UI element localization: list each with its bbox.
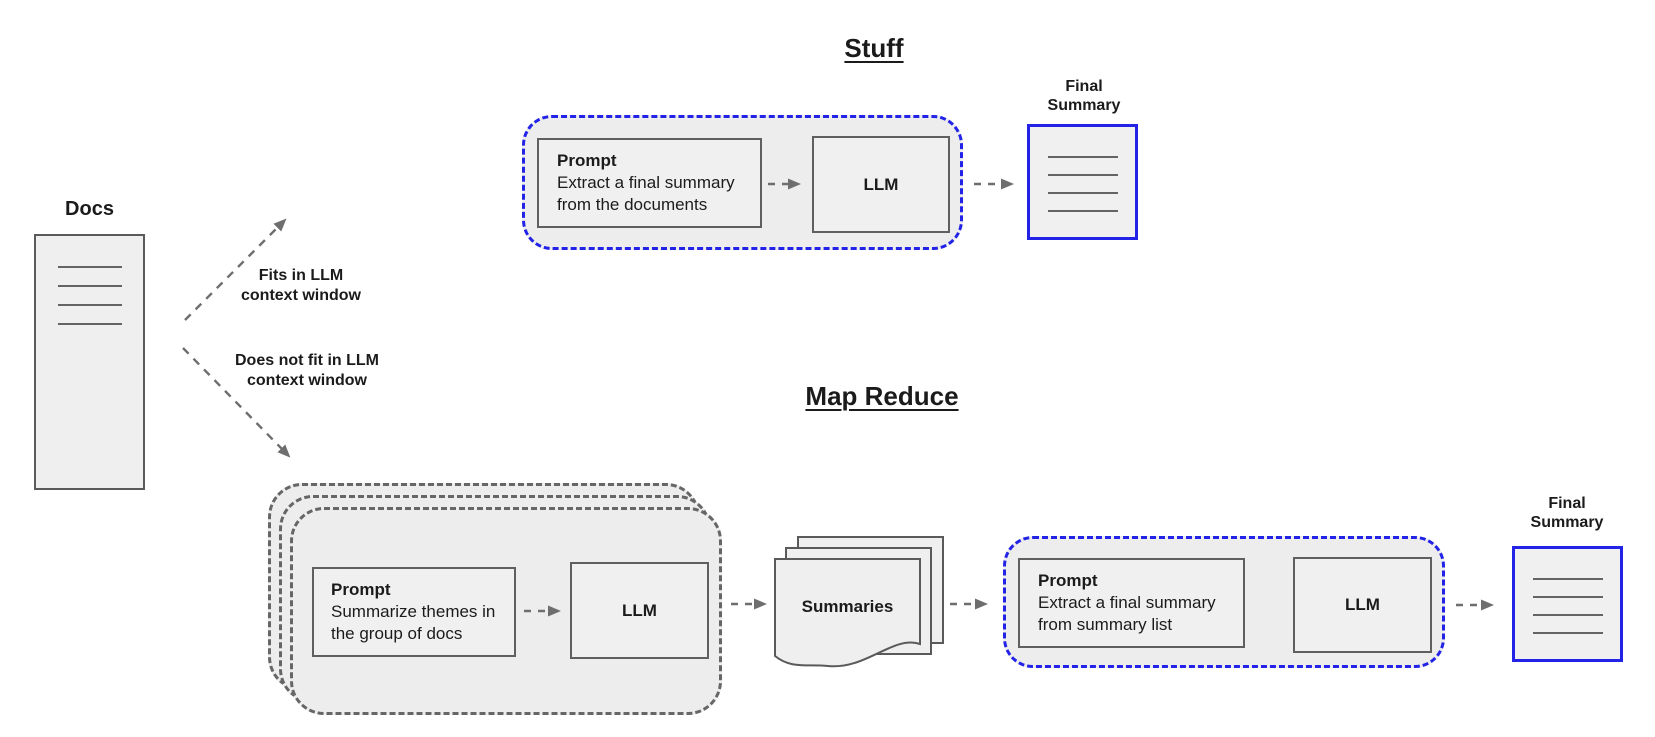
- stuff-llm-box: LLM: [812, 136, 950, 233]
- map-reduce-final-label-line2: Summary: [1530, 514, 1604, 531]
- stuff-prompt-box: Prompt Extract a final summary from the …: [537, 138, 762, 228]
- text-line: [57, 323, 122, 325]
- docs-document-icon: [34, 234, 145, 490]
- reduce-prompt-box: Prompt Extract a final summary from summ…: [1018, 558, 1245, 648]
- text-line: [57, 266, 122, 268]
- fits-branch-label-line2: context window: [241, 287, 361, 304]
- reduce-llm-label: LLM: [1345, 595, 1380, 614]
- map-prompt-heading: Prompt: [331, 580, 391, 599]
- reduce-llm-box: LLM: [1293, 557, 1432, 653]
- map-prompt-line2: the group of docs: [331, 624, 463, 643]
- reduce-prompt-line2: from summary list: [1038, 615, 1173, 634]
- text-line: [57, 285, 122, 287]
- stuff-final-label-line2: Summary: [1047, 97, 1121, 114]
- reduce-prompt-heading: Prompt: [1038, 571, 1098, 590]
- map-prompt-box: Prompt Summarize themes in the group of …: [312, 567, 516, 657]
- stuff-llm-label: LLM: [863, 174, 899, 194]
- stuff-section-title: Stuff: [844, 33, 904, 63]
- fits-branch-label: Fits in LLM context window: [231, 266, 371, 306]
- summaries-label: Summaries: [801, 597, 894, 616]
- text-line: [1047, 174, 1118, 176]
- does-not-fit-label-line1: Does not fit in LLM: [235, 352, 379, 369]
- docs-label: Docs: [65, 198, 114, 220]
- map-prompt-line1: Summarize themes in: [331, 602, 496, 621]
- text-line: [1532, 596, 1603, 598]
- map-reduce-final-label-line1: Final: [1548, 495, 1586, 512]
- text-line: [1532, 632, 1603, 634]
- fits-branch-label-line1: Fits in LLM: [258, 267, 344, 284]
- map-reduce-final-summary-document-icon: [1512, 546, 1623, 662]
- stuff-final-summary-label: Final Summary: [1024, 77, 1144, 115]
- text-line: [1047, 192, 1118, 194]
- text-line: [57, 304, 122, 306]
- map-reduce-final-summary-label: Final Summary: [1507, 494, 1627, 532]
- stuff-prompt-heading: Prompt: [557, 151, 617, 170]
- stuff-prompt-line2: from the documents: [557, 195, 708, 214]
- does-not-fit-label-line2: context window: [247, 372, 367, 389]
- stuff-prompt-line1: Extract a final summary: [557, 173, 735, 192]
- reduce-prompt-line1: Extract a final summary: [1038, 593, 1216, 612]
- text-line: [1047, 156, 1118, 158]
- does-not-fit-branch-label: Does not fit in LLM context window: [217, 351, 397, 391]
- text-line: [1532, 578, 1603, 580]
- map-llm-box: LLM: [570, 562, 709, 659]
- stuff-final-summary-document-icon: [1027, 124, 1138, 240]
- map-reduce-section-title: Map Reduce: [805, 381, 959, 411]
- text-line: [1047, 210, 1118, 212]
- text-line: [1532, 614, 1603, 616]
- map-llm-label: LLM: [622, 600, 657, 620]
- stuff-final-label-line1: Final: [1065, 78, 1103, 95]
